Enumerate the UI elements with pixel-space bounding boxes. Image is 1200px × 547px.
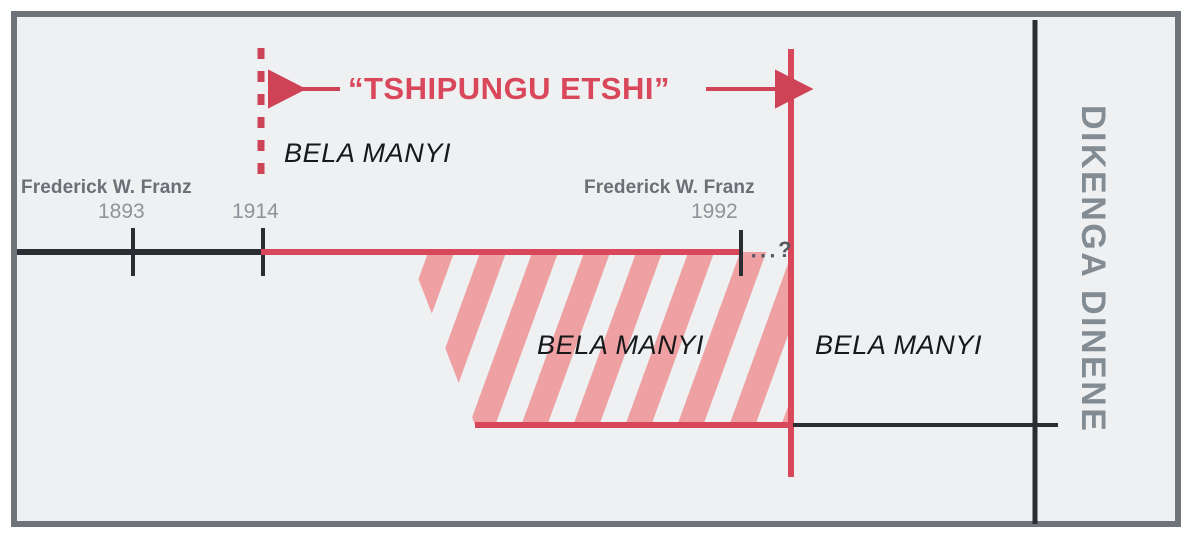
marker-year-1893: 1893 — [98, 200, 145, 223]
region-label-upper-left: BELA MANYI — [284, 138, 452, 168]
continuation-ellipsis: ․․․? — [750, 237, 794, 262]
marker-name-1893: Frederick W. Franz — [21, 177, 192, 198]
marker-year-1914: 1914 — [232, 200, 279, 223]
marker-name-1992: Frederick W. Franz — [584, 177, 755, 198]
region-label-hatched: BELA MANYI — [537, 330, 705, 360]
side-label-dikenga-dinene: DIKENGA DINENE — [1074, 105, 1112, 434]
diagram-title: “TSHIPUNGU ETSHI” — [348, 71, 670, 106]
hatched-region — [408, 252, 791, 425]
marker-year-1992: 1992 — [691, 200, 738, 223]
region-label-right: BELA MANYI — [815, 330, 983, 360]
